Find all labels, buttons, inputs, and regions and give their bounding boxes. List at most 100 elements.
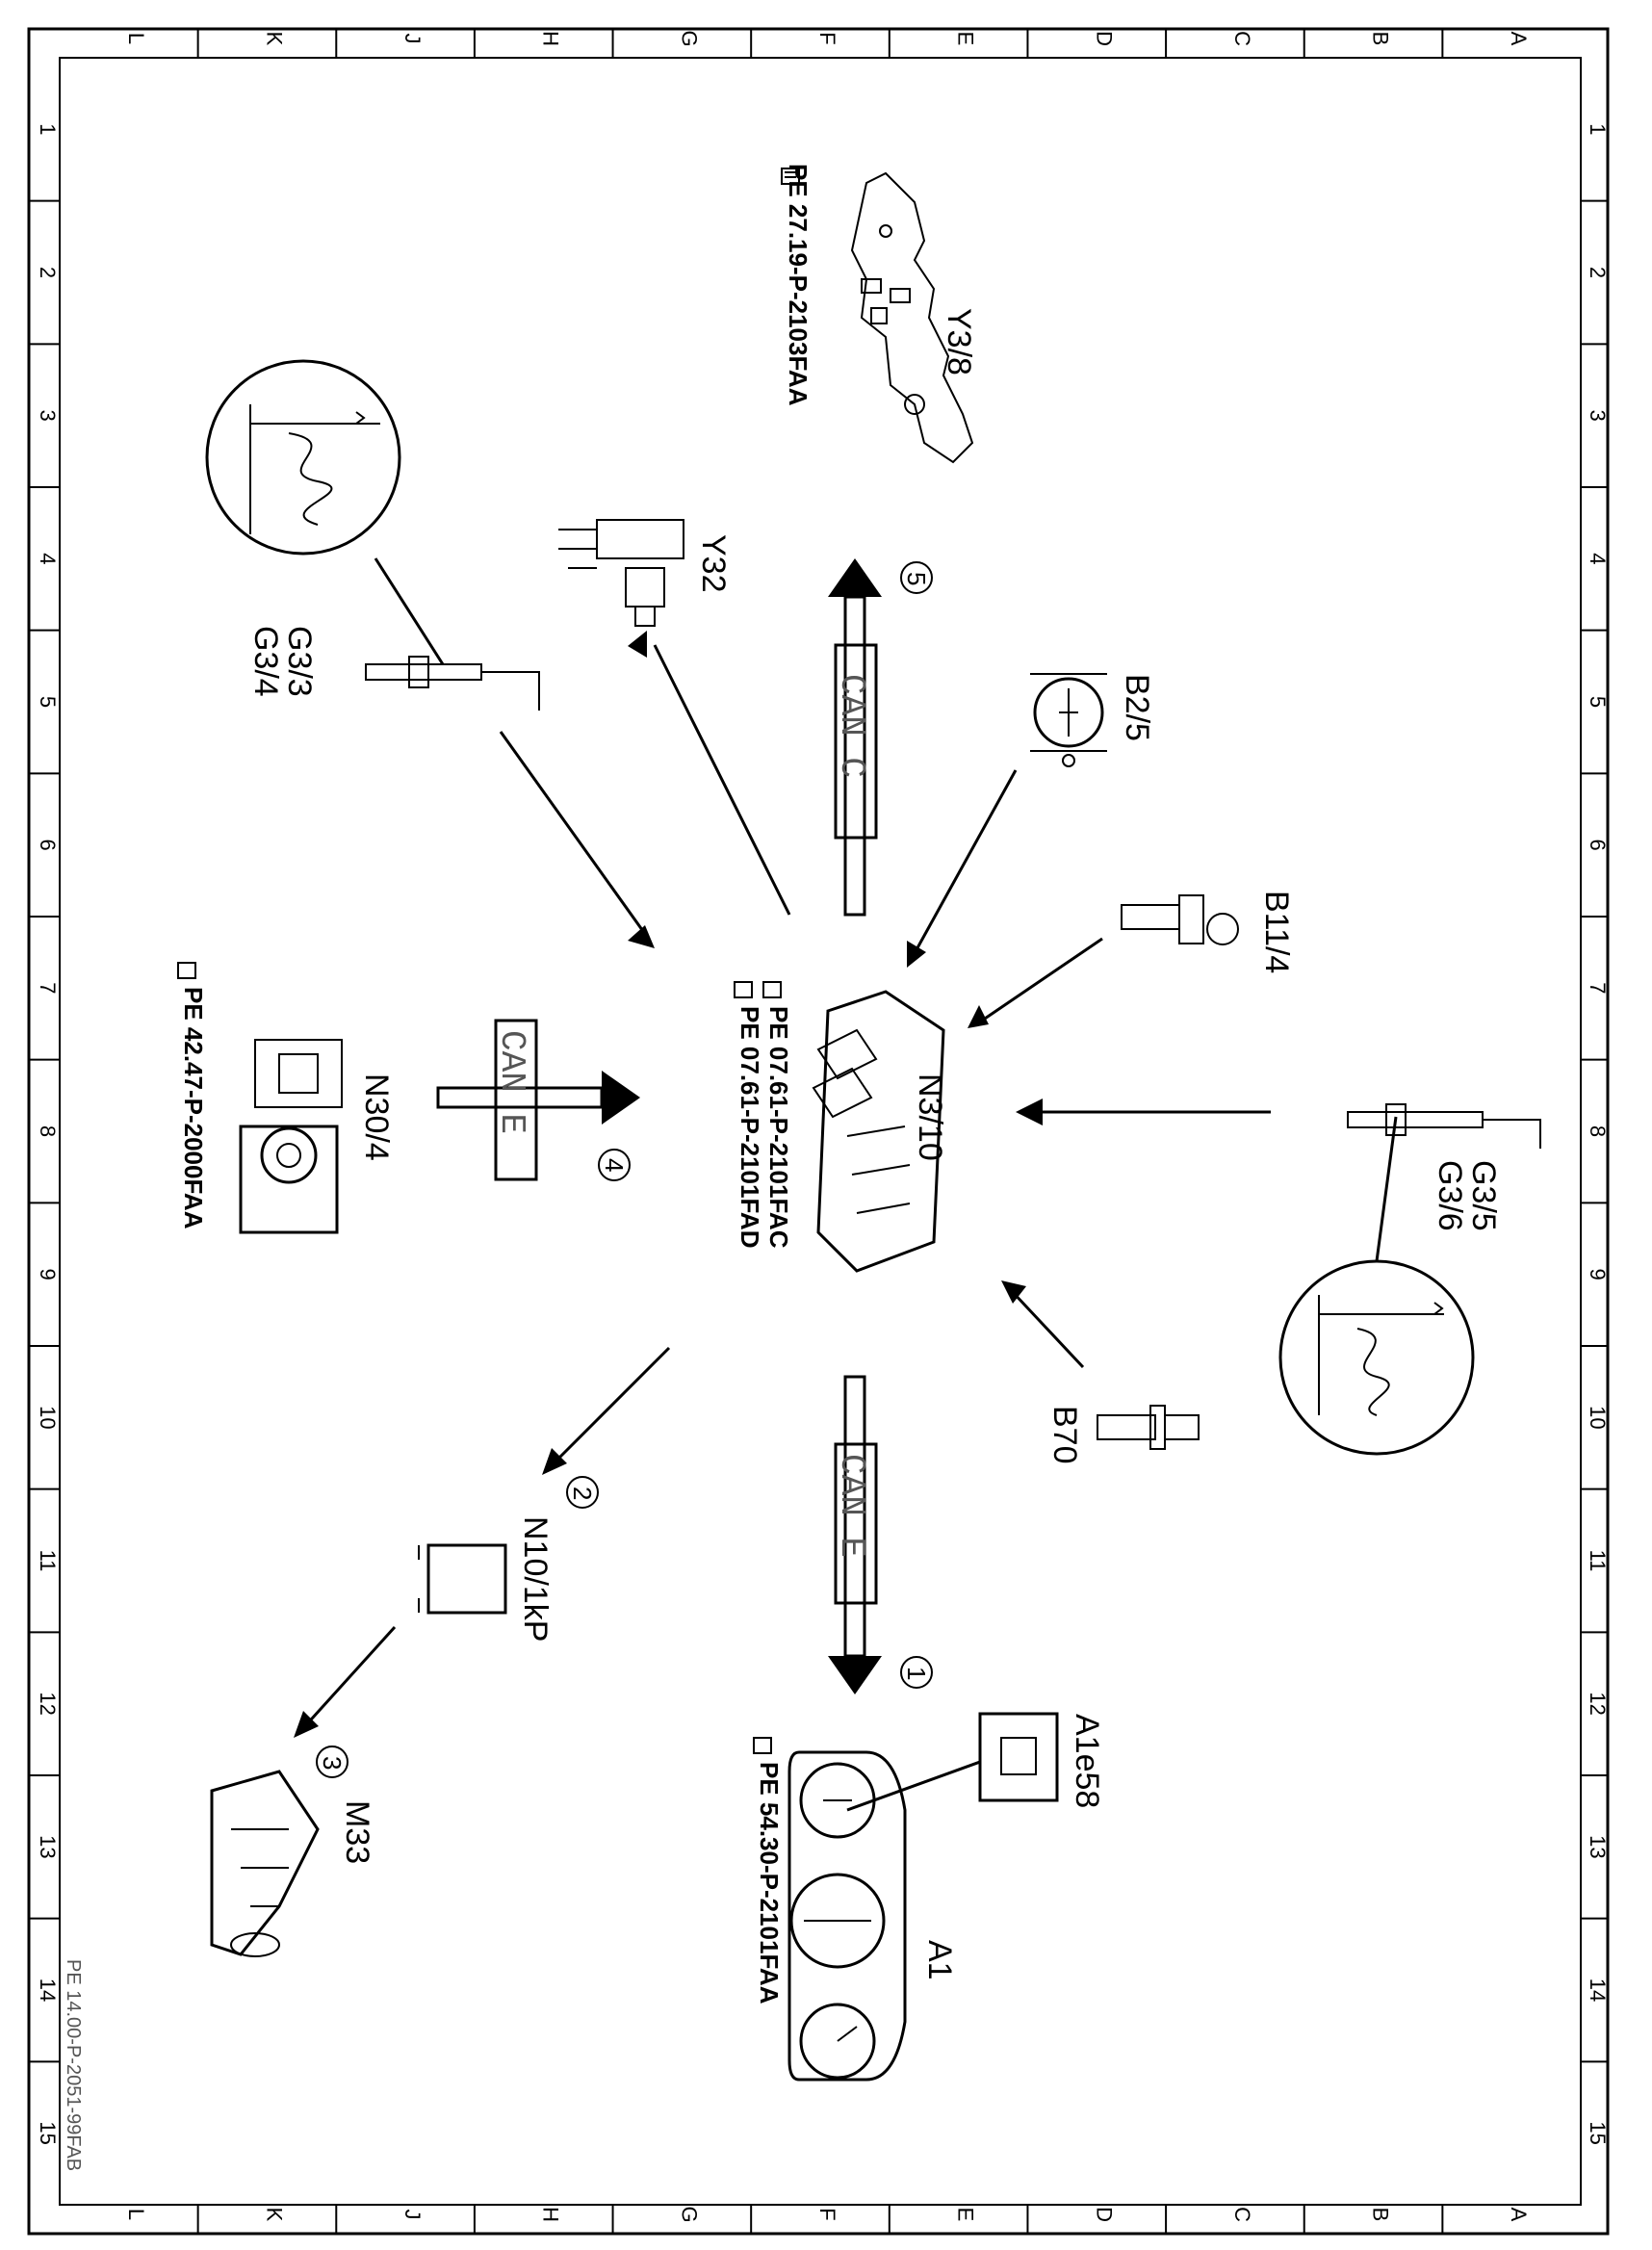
grid-number-right: 12	[1586, 1692, 1610, 1715]
n3-10-ref-2: PE 07.61-P-2101FAD	[736, 1006, 764, 1248]
b70-label: B70	[1046, 1406, 1083, 1464]
a1-ref: PE 54.30-P-2101FAA	[755, 1762, 784, 2004]
grid-letter-top: D	[1092, 31, 1116, 46]
grid-letter-bottom: D	[1092, 2207, 1116, 2222]
grid-number-left: 4	[36, 553, 60, 564]
callout-4: 4	[600, 1158, 629, 1172]
grid-letter-bottom: J	[400, 2210, 425, 2220]
can-e-left-label: CAN E	[492, 1030, 531, 1134]
grid-number-right: 10	[1586, 1406, 1610, 1429]
grid-letter-top: F	[815, 32, 839, 44]
callout-5: 5	[902, 572, 931, 585]
a1e58-indicator	[846, 1712, 1059, 1812]
grid-letter-top: B	[1369, 32, 1393, 46]
pointing-hand-icon	[781, 168, 800, 185]
grid-letter-bottom: A	[1507, 2208, 1531, 2222]
grid-letter-bottom: L	[124, 2209, 148, 2220]
n30-4-label: N30/4	[358, 1073, 395, 1161]
callout-3: 3	[318, 1756, 347, 1770]
g3-3-waveform-callout	[205, 359, 445, 665]
grid-number-left: 3	[36, 410, 60, 422]
g3-5-sensor	[1347, 1103, 1541, 1149]
pointing-hand-icon	[734, 981, 753, 998]
grid-letter-top: J	[400, 34, 425, 44]
can-e-bottom-label: CAN E	[832, 1454, 871, 1558]
n10-1kp-component	[418, 1543, 507, 1615]
n30-4-component	[239, 1039, 343, 1234]
callout-1: 1	[902, 1667, 931, 1680]
grid-number-right: 3	[1586, 410, 1610, 422]
outer-frame	[27, 27, 1610, 2236]
b11-4-label: B11/4	[1258, 891, 1295, 973]
y3-8-ref: PE 27.19-P-2103FAA	[784, 164, 813, 406]
g3-5-waveform-callout	[1278, 1116, 1475, 1456]
b11-4-component	[1121, 894, 1239, 945]
g3-6-label: G3/6	[1432, 1160, 1468, 1231]
pointing-hand-icon	[177, 962, 196, 979]
grid-letter-bottom: B	[1369, 2208, 1393, 2222]
can-e-bottom-bus: CAN E 1	[828, 1375, 933, 1694]
grid-number-right: 9	[1586, 1269, 1610, 1280]
a1-label: A1	[921, 1940, 958, 1980]
grid-number-left: 12	[36, 1692, 60, 1715]
grid-letter-bottom: H	[539, 2207, 563, 2222]
grid-letter-bottom: G	[677, 2206, 701, 2222]
b2-5-component	[1030, 673, 1107, 767]
grid-letter-top: C	[1230, 31, 1254, 46]
g3-3-sensor	[365, 656, 540, 711]
grid-number-right: 4	[1586, 553, 1610, 564]
b70-component	[1097, 1405, 1200, 1450]
arrow-b11-4-to-n3-10	[981, 937, 1103, 1022]
grid-number-right: 5	[1586, 696, 1610, 708]
m33-component	[210, 1770, 320, 1957]
grid-number-right: 11	[1586, 1550, 1610, 1572]
y32-component	[558, 519, 684, 627]
grid-letter-top: A	[1507, 32, 1531, 46]
pointing-hand-icon	[753, 1737, 772, 1754]
grid-number-left: 6	[36, 840, 60, 851]
n3-10-label: N3/10	[912, 1073, 948, 1161]
grid-letter-top: K	[262, 32, 286, 46]
pointing-hand-icon	[762, 981, 782, 998]
grid-number-left: 15	[36, 2121, 60, 2144]
grid-letter-bottom: F	[815, 2208, 839, 2220]
grid-number-right: 13	[1586, 1835, 1610, 1858]
arrow-n3-10-to-n10	[552, 1346, 671, 1465]
b2-5-label: B2/5	[1119, 674, 1155, 741]
grid-number-left: 11	[36, 1550, 60, 1572]
grid-number-left: 8	[36, 1125, 60, 1137]
a1-instrument-cluster	[787, 1750, 907, 2082]
grid-letter-top: G	[677, 30, 701, 46]
grid-number-right: 2	[1586, 267, 1610, 278]
can-e-left-bus: CAN E 4	[436, 1019, 640, 1181]
g3-3-label: G3/3	[281, 626, 318, 697]
grid-number-left: 13	[36, 1835, 60, 1858]
grid-letter-bottom: K	[262, 2208, 286, 2222]
grid-number-right: 8	[1586, 1125, 1610, 1137]
grid-number-right: 15	[1586, 2121, 1610, 2144]
y32-label: Y32	[695, 534, 732, 593]
grid-number-left: 1	[36, 123, 60, 135]
grid-letter-top: H	[539, 31, 563, 46]
grid-number-left: 14	[36, 1978, 60, 2002]
grid-number-right: 7	[1586, 982, 1610, 994]
y3-8-label: Y3/8	[941, 308, 977, 375]
grid-number-right: 6	[1586, 840, 1610, 851]
can-c-bus: CAN C 5	[828, 558, 933, 917]
g3-4-label: G3/4	[247, 626, 284, 697]
grid-number-left: 9	[36, 1269, 60, 1280]
grid-number-right: 1	[1586, 123, 1610, 135]
grid-number-right: 14	[1586, 1978, 1610, 2002]
n10-1kp-label: N10/1kP	[517, 1516, 554, 1642]
grid-letter-bottom: E	[954, 2208, 978, 2222]
document-id: PE 14.00-P-2051-99FAB	[63, 1959, 84, 2171]
grid-number-left: 5	[36, 696, 60, 708]
grid-number-left: 7	[36, 982, 60, 994]
g3-5-label: G3/5	[1465, 1160, 1502, 1231]
callout-2: 2	[568, 1487, 597, 1500]
y3-8-component	[850, 171, 974, 464]
n3-10-ecu	[812, 990, 945, 1273]
